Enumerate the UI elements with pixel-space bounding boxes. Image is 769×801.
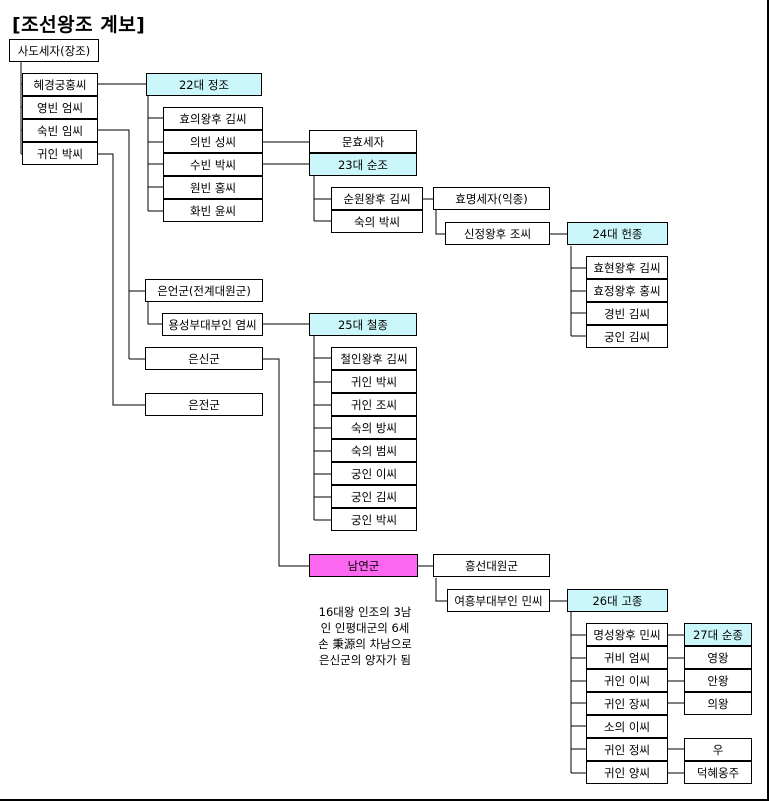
node-c-gungin-lee: 궁인 이씨	[331, 462, 417, 485]
node-hwabin: 화빈 윤씨	[163, 199, 263, 222]
node-uibin: 의빈 성씨	[163, 130, 263, 153]
node-sukbin-im: 숙빈 임씨	[22, 119, 98, 142]
node-hyegyeong: 혜경궁홍씨	[22, 73, 98, 96]
node-c-gungin-kim: 궁인 김씨	[331, 485, 417, 508]
node-hyoui: 효의왕후 김씨	[163, 107, 263, 130]
node-sinjeong: 신정왕후 조씨	[445, 222, 550, 245]
node-hyojeong: 효정왕후 홍씨	[586, 279, 668, 302]
node-king-heonjong: 24대 헌종	[567, 222, 668, 245]
node-hyohyeon: 효현왕후 김씨	[586, 256, 668, 279]
node-heungseon: 흥선대원군	[433, 554, 550, 577]
node-c-gungin-park: 궁인 박씨	[331, 508, 417, 531]
node-anwang: 안왕	[684, 669, 752, 692]
node-uiwang: 의왕	[684, 692, 752, 715]
node-namyeon: 남연군	[309, 554, 418, 577]
node-c-sugui-bang: 숙의 방씨	[331, 416, 417, 439]
node-myeongseong: 명성왕후 민씨	[586, 623, 668, 646]
node-g-gwiin-jeong: 귀인 정씨	[586, 738, 668, 761]
node-king-sunjong: 27대 순종	[684, 623, 752, 646]
node-yongseong: 용성부대부인 염씨	[162, 313, 263, 336]
node-wonbin: 원빈 홍씨	[163, 176, 263, 199]
node-c-gwiin-park: 귀인 박씨	[331, 370, 417, 393]
node-soui-lee: 소의 이씨	[586, 715, 668, 738]
node-sugui-park: 숙의 박씨	[331, 210, 423, 233]
node-yeongbin-eom: 영빈 엄씨	[22, 96, 98, 119]
node-yeoheung-budae: 여흥부대부인 민씨	[447, 589, 550, 612]
node-king-sunjo: 23대 순조	[309, 153, 417, 176]
node-munhyo: 문효세자	[309, 130, 417, 153]
node-g-gwiin-lee: 귀인 이씨	[586, 669, 668, 692]
node-subin: 수빈 박씨	[163, 153, 263, 176]
node-u: 우	[684, 738, 752, 761]
node-sado-seja: 사도세자(장조)	[9, 39, 99, 62]
node-euneon: 은언군(전계대원군)	[145, 279, 263, 302]
node-gwibi-eom: 귀비 엄씨	[586, 646, 668, 669]
annotation-note: 16대왕 인조의 3남 인 인평대군의 6세 손 秉源의 차남으로 은신군의 양…	[318, 605, 412, 667]
node-king-cheoljong: 25대 철종	[309, 313, 417, 336]
node-deokhye: 덕혜옹주	[684, 761, 752, 784]
node-gungin-kim: 궁인 김씨	[586, 325, 668, 348]
node-g-gwiin-jang: 귀인 장씨	[586, 692, 668, 715]
node-king-jeongjo: 22대 정조	[146, 73, 262, 96]
node-king-gojong: 26대 고종	[567, 589, 668, 612]
page-title: [조선왕조 계보]	[12, 14, 146, 36]
node-c-sugui-beom: 숙의 범씨	[331, 439, 417, 462]
node-g-gwiin-yang: 귀인 양씨	[586, 761, 668, 784]
node-c-gwiin-jo: 귀인 조씨	[331, 393, 417, 416]
node-sunwon: 순원왕후 김씨	[331, 187, 423, 210]
node-cheorin: 철인왕후 김씨	[331, 347, 417, 370]
node-yeongwang: 영왕	[684, 646, 752, 669]
node-hyomyeong: 효명세자(익종)	[433, 187, 550, 210]
node-gwiin-park: 귀인 박씨	[22, 142, 98, 165]
node-gyeongbin: 경빈 김씨	[586, 302, 668, 325]
node-eunsin: 은신군	[145, 347, 263, 370]
node-eunjeon: 은전군	[145, 393, 263, 416]
